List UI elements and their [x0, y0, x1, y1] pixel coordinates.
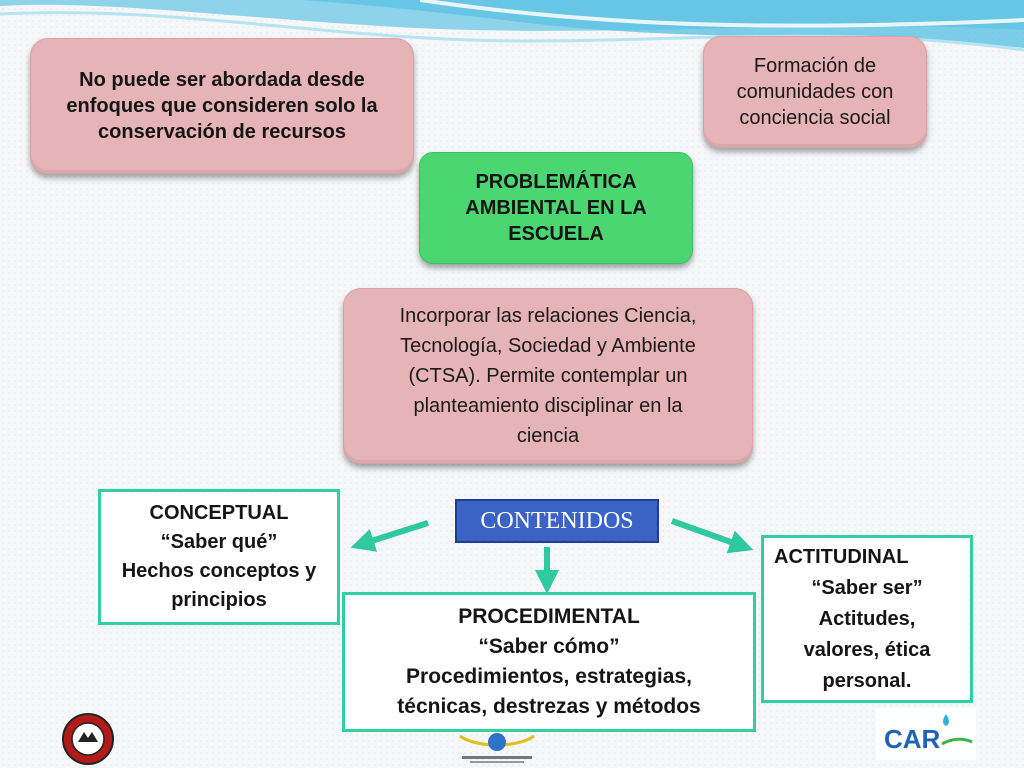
central-topic-text: PROBLEMÁTICA AMBIENTAL EN LA ESCUELA — [465, 171, 647, 245]
top-right-note-text: Formación de comunidades con conciencia … — [736, 55, 894, 129]
central-topic: PROBLEMÁTICA AMBIENTAL EN LA ESCUELA — [419, 152, 693, 264]
actitudinal-box: ACTITUDINAL “Saber ser” Actitudes, valor… — [761, 535, 973, 703]
consultorio-ambiental-logo-icon — [459, 733, 535, 763]
conceptual-box: CONCEPTUAL “Saber qué” Hechos conceptos … — [98, 489, 340, 625]
contenidos-box: CONTENIDOS — [455, 499, 659, 543]
procedimental-text: PROCEDIMENTAL “Saber cómo” Procedimiento… — [397, 605, 701, 718]
ctsa-note-text: Incorporar las relaciones Ciencia, Tecno… — [399, 305, 697, 447]
svg-text:CAR: CAR — [884, 724, 941, 754]
top-right-note: Formación de comunidades con conciencia … — [703, 36, 927, 148]
universidad-libre-logo-icon — [62, 713, 114, 765]
car-logo: CAR — [876, 708, 976, 760]
top-left-note: No puede ser abordada desde enfoques que… — [30, 38, 414, 174]
conceptual-text: CONCEPTUAL “Saber qué” Hechos conceptos … — [121, 502, 317, 611]
actitudinal-title: ACTITUDINAL — [774, 545, 909, 568]
ctsa-note: Incorporar las relaciones Ciencia, Tecno… — [343, 288, 753, 464]
top-left-note-text: No puede ser abordada desde enfoques que… — [66, 69, 378, 143]
actitudinal-text: “Saber ser” Actitudes, valores, ética pe… — [803, 576, 931, 692]
contenidos-label: CONTENIDOS — [480, 507, 634, 534]
car-logo-icon: CAR — [884, 714, 973, 754]
arrow-to-actitudinal — [670, 518, 754, 554]
arrow-to-conceptual — [350, 520, 429, 552]
